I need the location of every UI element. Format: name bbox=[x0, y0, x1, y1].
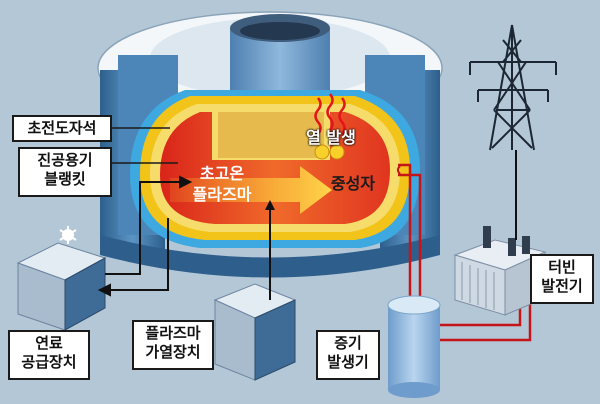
fuel-feed-lines bbox=[97, 175, 193, 297]
label-steam: 증기 bbox=[334, 334, 362, 352]
label-vacuum-vessel-blanket: 진공용기 블랭킷 bbox=[18, 147, 112, 197]
label-fuel-supply: 연료 공급장치 bbox=[8, 330, 90, 380]
label-heat-generation: 열 발생 bbox=[306, 128, 356, 147]
steam-generator-tank bbox=[387, 295, 441, 398]
fuel-supply-unit bbox=[16, 242, 107, 331]
transmission-tower-icon bbox=[469, 24, 557, 151]
label-plasma: 초고온 플라즈마 bbox=[180, 163, 264, 205]
label-fuel: 연료 bbox=[35, 334, 63, 352]
label-plasma-heating: 플라즈마 가열장치 bbox=[132, 320, 214, 370]
heat-wave-icon bbox=[314, 93, 346, 135]
label-vacuum-vessel: 진공용기 bbox=[37, 151, 93, 169]
label-blanket: 블랭킷 bbox=[44, 170, 86, 188]
label-supply-device: 공급장치 bbox=[21, 353, 77, 371]
label-power-generator: 발전기 bbox=[541, 277, 583, 295]
snowflake-icon bbox=[59, 226, 77, 244]
plasma-heating-unit bbox=[213, 283, 297, 381]
label-plasma-heat-line2: 가열장치 bbox=[145, 343, 201, 361]
label-steam-generator: 증기 발생기 bbox=[316, 330, 380, 380]
neutron-particles bbox=[314, 144, 345, 160]
label-plasma-line1: 초고온 bbox=[199, 164, 245, 183]
label-neutron: 중성자 bbox=[330, 174, 376, 193]
label-turbine: 터빈 bbox=[548, 258, 576, 276]
label-plasma-line2: 플라즈마 bbox=[192, 185, 252, 204]
heating-feed-line bbox=[265, 200, 275, 300]
label-generator: 발생기 bbox=[327, 353, 369, 371]
label-turbine-generator: 터빈 발전기 bbox=[530, 254, 594, 304]
label-plasma-heat-line1: 플라즈마 bbox=[145, 324, 201, 342]
plasma-flow-arrow bbox=[170, 166, 332, 214]
label-superconducting-magnet: 초전도자석 bbox=[12, 115, 112, 142]
